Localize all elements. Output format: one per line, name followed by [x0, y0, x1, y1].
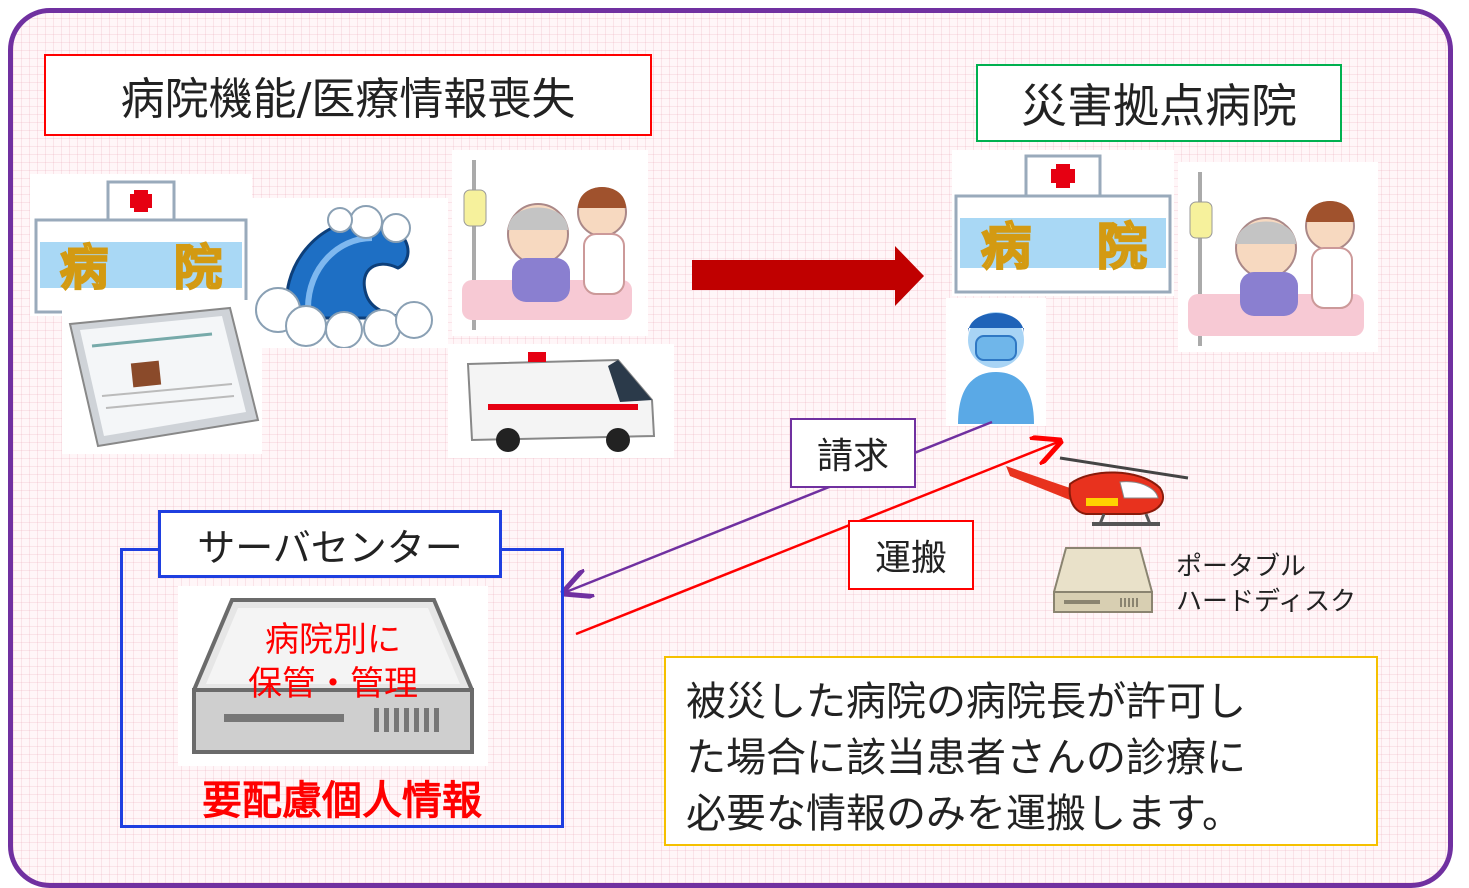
server-disk-text-2: 保管・管理 [248, 664, 418, 704]
note-box: 被災した病院の病院長が許可し た場合に該当患者さんの診療に 必要な情報のみを運搬… [664, 656, 1378, 846]
sign-char-2: 院 [1097, 218, 1147, 276]
server-caption: 要配慮個人情報 [202, 778, 482, 824]
hospital-building-icon: 病 院 [952, 150, 1174, 296]
sign-char-1: 病 [60, 240, 108, 296]
hospital-building-icon: 病 院 [30, 174, 252, 316]
patient-nurse-icon [452, 150, 648, 336]
tablet-computer-icon [62, 300, 262, 454]
note-line-3: 必要な情報のみを運搬します。 [686, 791, 1242, 837]
ambulance-icon [448, 344, 674, 458]
patient-nurse-icon [1178, 162, 1378, 352]
portable-disk-label-2: ハードディスク [1176, 587, 1357, 617]
helicopter-icon [1000, 448, 1192, 540]
portable-disk-label-1: ポータブル [1176, 552, 1307, 582]
server-center-title: サーバセンター [158, 510, 502, 578]
transport-arrow [575, 442, 1058, 636]
server-disk-text-1: 病院別に [265, 620, 401, 660]
disaster-hospital-title: 災害拠点病院 [976, 64, 1342, 142]
big-right-arrow-icon [692, 246, 924, 306]
sign-char-1: 病 [981, 218, 1031, 276]
request-arrow [566, 420, 993, 592]
note-line-2: た場合に該当患者さんの診療に [686, 735, 1246, 781]
lost-hospital-title: 病院機能/医療情報喪失 [44, 54, 652, 136]
transport-label: 運搬 [848, 520, 974, 590]
note-line-1: 被災した病院の病院長が許可し [686, 679, 1246, 725]
hard-disk-icon [178, 586, 488, 766]
request-label: 請求 [790, 418, 916, 488]
tsunami-wave-icon [248, 198, 448, 348]
hard-disk-icon [1048, 540, 1158, 620]
doctor-icon [946, 298, 1046, 426]
sign-char-2: 院 [174, 240, 222, 296]
